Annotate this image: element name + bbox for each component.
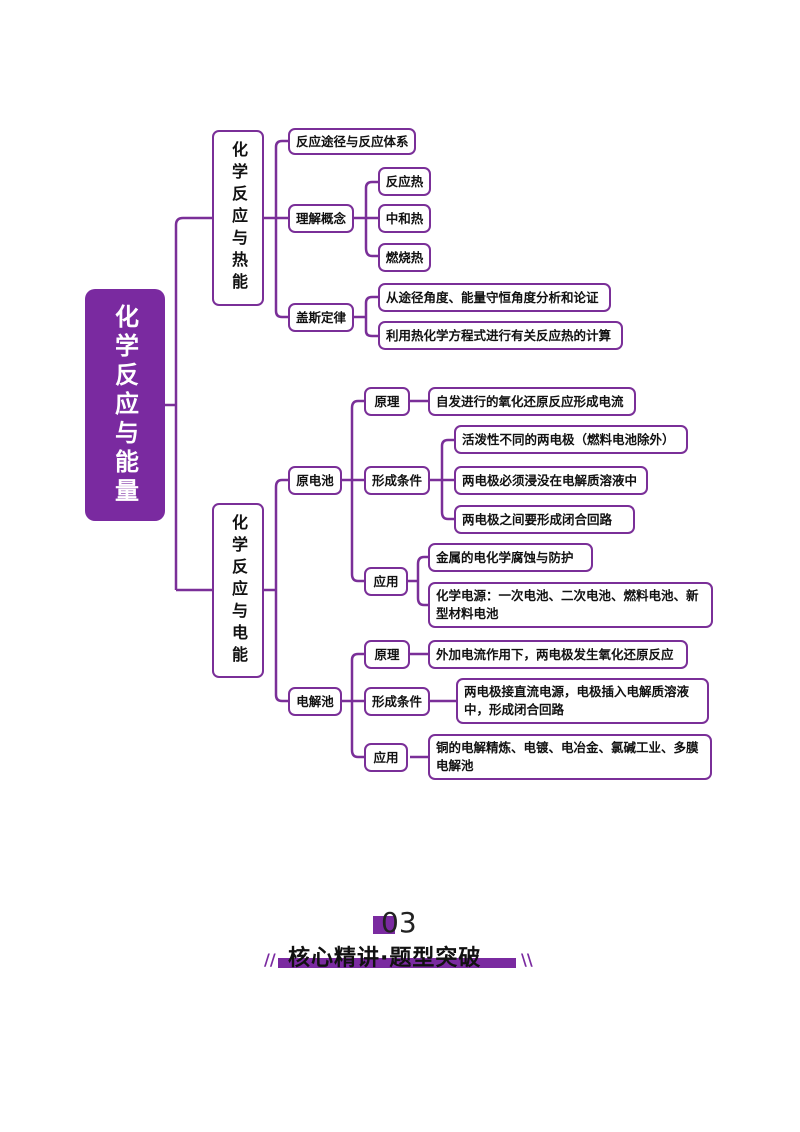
node-hess-law: 盖斯定律 [288, 303, 354, 332]
node-concepts: 理解概念 [288, 204, 354, 233]
node-galvanic-condition-1: 活泼性不同的两电极（燃料电池除外） [454, 425, 688, 454]
node-galvanic-condition-3: 两电极之间要形成闭合回路 [454, 505, 635, 534]
node-electrolytic-cell: 电解池 [288, 687, 342, 716]
section-number-accent [373, 916, 395, 934]
slash-decoration-left: // [264, 950, 276, 969]
node-galvanic-application: 应用 [364, 567, 408, 596]
root-node: 化学反应与能量 [85, 289, 165, 521]
node-electrolytic-conditions-text: 两电极接直流电源，电极插入电解质溶液中，形成闭合回路 [456, 678, 709, 724]
node-hess-analysis: 从途径角度、能量守恒角度分析和论证 [378, 283, 611, 312]
root-label: 化学反应与能量 [110, 303, 139, 507]
branch-electric: 化学反应与电能 [212, 503, 264, 678]
section-number: 03 [381, 906, 417, 939]
section-title: 核心精讲·题型突破 [288, 946, 482, 971]
node-electrolytic-principle: 原理 [364, 640, 410, 669]
node-combustion-heat: 燃烧热 [378, 243, 431, 272]
node-electrolytic-application: 应用 [364, 743, 408, 772]
node-hess-calc: 利用热化学方程式进行有关反应热的计算 [378, 321, 623, 350]
node-galvanic-principle: 原理 [364, 387, 410, 416]
node-galvanic-cell: 原电池 [288, 466, 342, 495]
node-electrolytic-app-text: 铜的电解精炼、电镀、电冶金、氯碱工业、多膜电解池 [428, 734, 712, 780]
node-neutralization-heat: 中和热 [378, 204, 431, 233]
node-electrolytic-conditions: 形成条件 [364, 687, 430, 716]
section-title-underline [278, 958, 516, 968]
node-galvanic-conditions: 形成条件 [364, 466, 430, 495]
node-galvanic-app-2: 化学电源：一次电池、二次电池、燃料电池、新型材料电池 [428, 582, 713, 628]
branch-heat: 化学反应与热能 [212, 130, 264, 306]
slash-decoration-right: \\ [521, 950, 533, 969]
node-galvanic-principle-text: 自发进行的氧化还原反应形成电流 [428, 387, 636, 416]
node-reaction-heat: 反应热 [378, 167, 431, 196]
node-electrolytic-principle-text: 外加电流作用下，两电极发生氧化还原反应 [428, 640, 688, 669]
node-reaction-path: 反应途径与反应体系 [288, 128, 416, 155]
node-galvanic-app-1: 金属的电化学腐蚀与防护 [428, 543, 593, 572]
node-galvanic-condition-2: 两电极必须浸没在电解质溶液中 [454, 466, 648, 495]
